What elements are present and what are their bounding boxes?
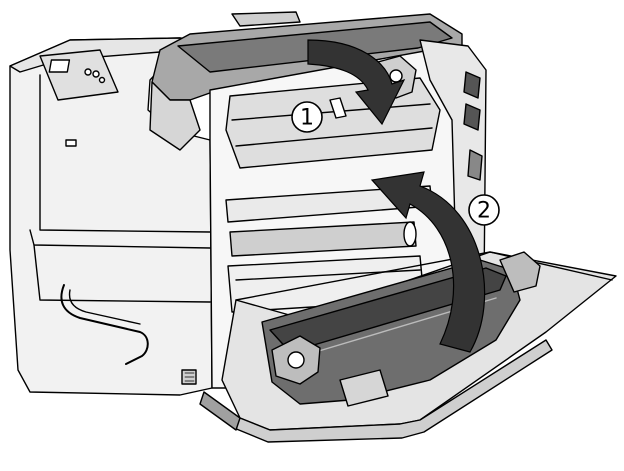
transfer-roller bbox=[229, 221, 417, 257]
panel-button-icon bbox=[92, 70, 100, 78]
panel-button-icon bbox=[98, 76, 106, 84]
belt-knob-icon bbox=[499, 251, 541, 293]
paper-tray-handle bbox=[60, 284, 149, 365]
step-2-marker: 2 bbox=[468, 194, 500, 226]
step-1-marker: 1 bbox=[291, 101, 323, 133]
front-vent bbox=[65, 139, 77, 147]
output-tray bbox=[231, 11, 301, 27]
step-2-arrow bbox=[370, 171, 486, 353]
lcd-screen bbox=[48, 59, 71, 73]
panel-button-icon bbox=[84, 68, 92, 76]
step-2-label: 2 bbox=[477, 199, 491, 224]
step-1-label: 1 bbox=[300, 106, 314, 131]
step-1-arrow bbox=[307, 39, 406, 126]
